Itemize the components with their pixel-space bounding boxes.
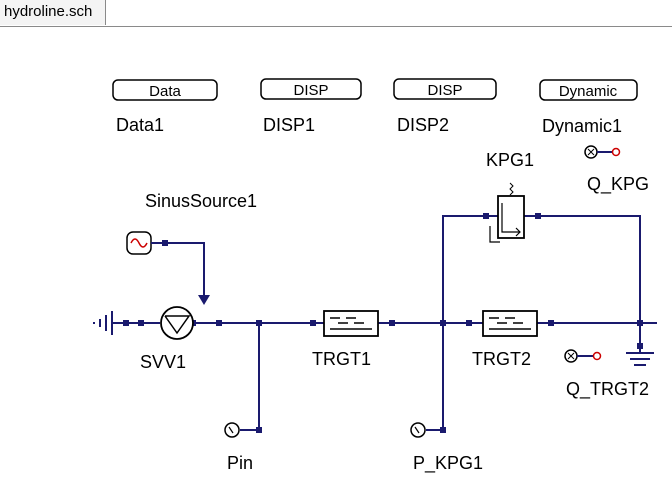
junction-dots	[123, 213, 643, 433]
q-trgt-label: Q_TRGT2	[566, 379, 649, 400]
sinus-source-icon[interactable]	[126, 231, 162, 255]
disp1-block-name: DISP1	[263, 115, 315, 135]
arrow-head	[198, 295, 210, 305]
p-kpg-sensor-icon[interactable]	[410, 422, 426, 438]
disp2-block[interactable]: DISP	[393, 78, 497, 100]
kpg-valve-icon[interactable]	[489, 182, 525, 243]
disp1-block-text: DISP	[293, 82, 328, 99]
p-kpg-label: P_KPG1	[413, 453, 483, 474]
data-block-name: Data1	[116, 115, 164, 135]
trgt1-label: TRGT1	[312, 349, 371, 369]
disp2-block-text: DISP	[427, 82, 462, 99]
dynamic-block-text: Dynamic	[559, 83, 618, 100]
q-trgt-sensor-icon[interactable]	[564, 349, 602, 363]
trgt1-pipe-icon[interactable]	[323, 310, 379, 337]
q-kpg-label: Q_KPG	[587, 174, 649, 195]
trgt2-label: TRGT2	[472, 349, 531, 369]
dynamic-block-name: Dynamic1	[542, 116, 622, 136]
tab-bar: hydroline.sch	[0, 0, 672, 27]
data-block-text: Data	[149, 83, 181, 100]
tab-hydroline[interactable]: hydroline.sch	[0, 0, 106, 25]
svv-pump-icon[interactable]	[160, 306, 194, 340]
schematic-canvas[interactable]: Data Data1 DISP DISP1 DISP DISP2 Dynamic…	[0, 26, 672, 481]
data-block[interactable]: Data	[112, 79, 218, 101]
ground-left-icon	[93, 311, 113, 335]
ground-right-icon	[626, 346, 654, 366]
sinus-source-label: SinusSource1	[145, 191, 257, 211]
svv-label: SVV1	[140, 352, 186, 372]
pin-sensor-icon[interactable]	[224, 422, 240, 438]
pin-label: Pin	[227, 453, 253, 473]
trgt2-pipe-icon[interactable]	[482, 310, 538, 337]
q-kpg-sensor-icon[interactable]	[584, 145, 621, 159]
dynamic-block[interactable]: Dynamic	[539, 79, 638, 101]
disp2-block-name: DISP2	[397, 115, 449, 135]
kpg-label: KPG1	[486, 150, 534, 170]
disp1-block[interactable]: DISP	[260, 78, 362, 100]
